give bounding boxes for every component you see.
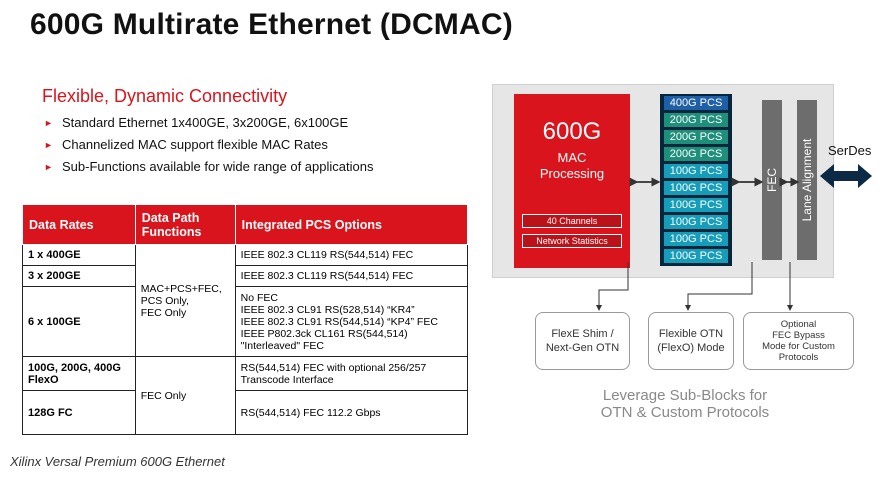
fec-label: FEC — [765, 168, 779, 192]
subblock-line: Next-Gen OTN — [545, 342, 620, 354]
rate-cell: 3 x 200GE — [22, 265, 136, 287]
pcs-block-100g: 100G PCS — [664, 249, 728, 263]
feature-list: ► Standard Ethernet 1x400GE, 3x200GE, 6x1… — [44, 112, 373, 178]
table-row: 6 x 100GE No FEC IEEE 802.3 CL91 RS(528,… — [22, 286, 469, 357]
pcs-block-200g: 200G PCS — [664, 147, 728, 161]
table-header-row: Data Rates Data Path Functions Integrate… — [22, 204, 469, 245]
mac-sub-line: Processing — [539, 166, 605, 181]
channels-chip: 40 Channels — [522, 214, 622, 228]
pcs-block-100g: 100G PCS — [664, 198, 728, 212]
pcs-cell: RS(544,514) FEC with optional 256/257 Tr… — [234, 356, 469, 391]
lane-alignment-block: Lane Alignment — [797, 100, 817, 260]
column-header-data-path: Data Path Functions — [134, 204, 236, 245]
network-statistics-chip: Network Statistics — [522, 234, 622, 248]
pcs-line: "Interleaved" FEC — [240, 339, 324, 352]
pcs-line: Transcode Interface — [240, 373, 334, 386]
pcs-line: No FEC — [240, 291, 278, 304]
serdes-label: SerDes — [828, 143, 872, 158]
pcs-block-200g: 200G PCS — [664, 113, 728, 127]
flexe-shim-block: FlexE Shim / Next-Gen OTN — [535, 312, 630, 370]
fec-bypass-block: Optional FEC Bypass Mode for Custom Prot… — [743, 312, 854, 370]
subblock-line: (FlexO) Mode — [657, 342, 725, 354]
table-row: 3 x 200GE IEEE 802.3 CL119 RS(544,514) F… — [22, 265, 469, 287]
leverage-note: Leverage Sub-Blocks for OTN & Custom Pro… — [580, 387, 790, 421]
feature-item: ► Sub-Functions available for wide range … — [44, 156, 373, 178]
pcs-line: IEEE 802.3 CL91 RS(544,514) “KP4” FEC — [240, 315, 438, 328]
table-row: 1 x 400GE MAC+PCS+FEC, PCS Only, FEC Onl… — [22, 244, 469, 357]
column-header-pcs-options: Integrated PCS Options — [234, 204, 469, 245]
subblock-line: FEC Bypass — [772, 330, 825, 341]
subblock-line: Mode for Custom — [762, 341, 835, 352]
pcs-block-100g: 100G PCS — [664, 181, 728, 195]
pcs-cell: RS(544,514) FEC 112.2 Gbps — [234, 390, 469, 435]
subblock-line: FlexE Shim / — [551, 328, 614, 340]
function-line: MAC+PCS+FEC, — [140, 282, 222, 295]
pcs-line: RS(544,514) FEC with optional 256/257 — [240, 361, 427, 374]
subblock-line: Optional — [780, 319, 817, 330]
pcs-block-100g: 100G PCS — [664, 232, 728, 246]
pcs-block-400g: 400G PCS — [664, 96, 728, 110]
figure-caption: Xilinx Versal Premium 600G Ethernet — [10, 454, 225, 469]
mac-sub-label: MAC Processing — [514, 150, 630, 182]
pcs-block-100g: 100G PCS — [664, 215, 728, 229]
feature-item: ► Channelized MAC support flexible MAC Ra… — [44, 134, 373, 156]
pcs-block-200g: 200G PCS — [664, 130, 728, 144]
mac-sub-line: MAC — [557, 150, 587, 165]
section-subtitle: Flexible, Dynamic Connectivity — [42, 86, 288, 106]
mac-capacity-label: 600G — [542, 118, 602, 145]
rate-cell: 100G, 200G, 400G FlexO — [22, 356, 136, 391]
function-line: PCS Only, — [140, 294, 189, 307]
page-title: 600G Multirate Ethernet (DCMAC) — [30, 8, 513, 41]
functions-cell: MAC+PCS+FEC, PCS Only, FEC Only — [134, 244, 236, 357]
leverage-line: OTN & Custom Protocols — [600, 404, 770, 421]
pcs-cell: No FEC IEEE 802.3 CL91 RS(528,514) “KR4”… — [234, 286, 469, 357]
feature-text: Sub-Functions available for wide range o… — [62, 159, 374, 174]
leverage-line: Leverage Sub-Blocks for — [602, 387, 768, 404]
function-line: FEC Only — [140, 306, 187, 319]
pcs-cell: IEEE 802.3 CL119 RS(544,514) FEC — [234, 244, 469, 266]
column-header-data-rates: Data Rates — [22, 204, 136, 245]
table-row: 128G FC RS(544,514) FEC 112.2 Gbps — [22, 390, 469, 435]
pcs-stack: 400G PCS 200G PCS 200G PCS 200G PCS 100G… — [660, 94, 732, 266]
mac-processing-block: 600G MAC Processing 40 Channels Network … — [514, 94, 630, 268]
bullet-arrow-icon: ► — [44, 118, 53, 128]
pcs-line: IEEE 802.3 CL91 RS(528,514) “KR4” — [240, 303, 415, 316]
flexible-otn-block: Flexible OTN (FlexO) Mode — [648, 312, 734, 370]
functions-cell: FEC Only — [134, 356, 236, 435]
feature-text: Standard Ethernet 1x400GE, 3x200GE, 6x10… — [62, 115, 349, 130]
subblock-line: Flexible OTN — [658, 328, 724, 340]
feature-text: Channelized MAC support flexible MAC Rat… — [62, 137, 328, 152]
subblock-line: Protocols — [778, 352, 819, 363]
bullet-arrow-icon: ► — [44, 162, 53, 172]
bullet-arrow-icon: ► — [44, 140, 53, 150]
rate-cell: 128G FC — [22, 390, 136, 435]
pcs-block-100g: 100G PCS — [664, 164, 728, 178]
pcs-cell: IEEE 802.3 CL119 RS(544,514) FEC — [234, 265, 469, 287]
feature-item: ► Standard Ethernet 1x400GE, 3x200GE, 6x1… — [44, 112, 373, 134]
table-row: 100G, 200G, 400G FlexO FEC Only RS(544,5… — [22, 356, 469, 435]
fec-block: FEC — [762, 100, 782, 260]
lane-alignment-label: Lane Alignment — [800, 138, 814, 222]
rate-cell: 6 x 100GE — [22, 286, 136, 357]
pcs-line: IEEE P802.3ck CL161 RS(544,514) — [240, 327, 408, 340]
rate-cell: 1 x 400GE — [22, 244, 136, 266]
data-rates-table: Data Rates Data Path Functions Integrate… — [22, 204, 469, 435]
